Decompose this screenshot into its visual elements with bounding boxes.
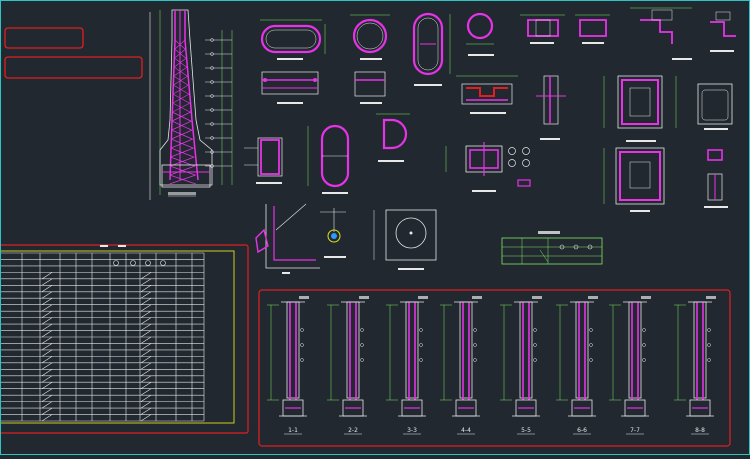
pile-section-1: 1-1	[267, 296, 309, 435]
joint-detail-a	[520, 14, 565, 44]
wall-joint-detail	[536, 75, 566, 140]
small-circular-section	[466, 12, 494, 56]
pile-cap-detail	[445, 142, 503, 192]
legend-table	[501, 231, 603, 265]
pile-section-3: 3-3	[386, 296, 428, 435]
circular-section-detail	[350, 14, 390, 104]
pile-sections-revision-cloud	[258, 289, 731, 447]
retaining-wall-detail	[255, 203, 320, 274]
box-section-detail	[603, 75, 677, 142]
title-tag-1	[4, 27, 84, 49]
pile-section-label: 5-5	[521, 427, 531, 434]
pile-section-label: 8-8	[695, 427, 705, 434]
joint-detail-d	[710, 11, 736, 52]
column-rebar-detail	[244, 137, 283, 184]
schedule-header-markers	[100, 245, 166, 266]
oblong-section-detail	[260, 19, 326, 60]
pier-elevation-detail	[149, 9, 233, 200]
pile-section-label: 3-3	[407, 427, 417, 434]
pile-section-4: 4-4	[440, 296, 482, 435]
half-round-section	[376, 113, 410, 162]
oblong-section-detail-2	[261, 71, 319, 104]
joint-detail-c	[630, 7, 692, 60]
pile-section-label: 6-6	[577, 427, 587, 434]
pile-section-7: 7-7	[609, 296, 651, 435]
title-tag-2	[4, 56, 143, 79]
pile-section-5: 5-5	[500, 296, 542, 435]
base-plate-detail	[373, 209, 437, 270]
small-box-section	[697, 83, 733, 130]
pile-section-8: 8-8	[674, 296, 716, 435]
pile-section-label: 4-4	[461, 427, 471, 434]
small-anchor-detail	[704, 149, 728, 208]
pile-section-label: 7-7	[630, 427, 640, 434]
pile-sections-group: 1-1 2-2 3-3 4-4 5-5 6-6 7-7 8-8	[267, 296, 716, 435]
pile-section-2: 2-2	[327, 296, 369, 435]
pile-section-label: 1-1	[288, 427, 298, 434]
beam-joint-detail	[456, 75, 518, 114]
pile-section-label: 2-2	[348, 427, 358, 434]
column-schedule-table	[0, 252, 205, 422]
pile-cap-markers	[508, 147, 531, 187]
wall-section-detail	[603, 147, 665, 212]
pile-section-6: 6-6	[556, 296, 598, 435]
vertical-oblong-section	[412, 12, 451, 86]
schedule-frame	[0, 250, 235, 424]
joint-detail-b	[575, 14, 610, 44]
anchor-bolt-detail	[320, 208, 346, 258]
capsule-section-detail	[307, 124, 350, 194]
